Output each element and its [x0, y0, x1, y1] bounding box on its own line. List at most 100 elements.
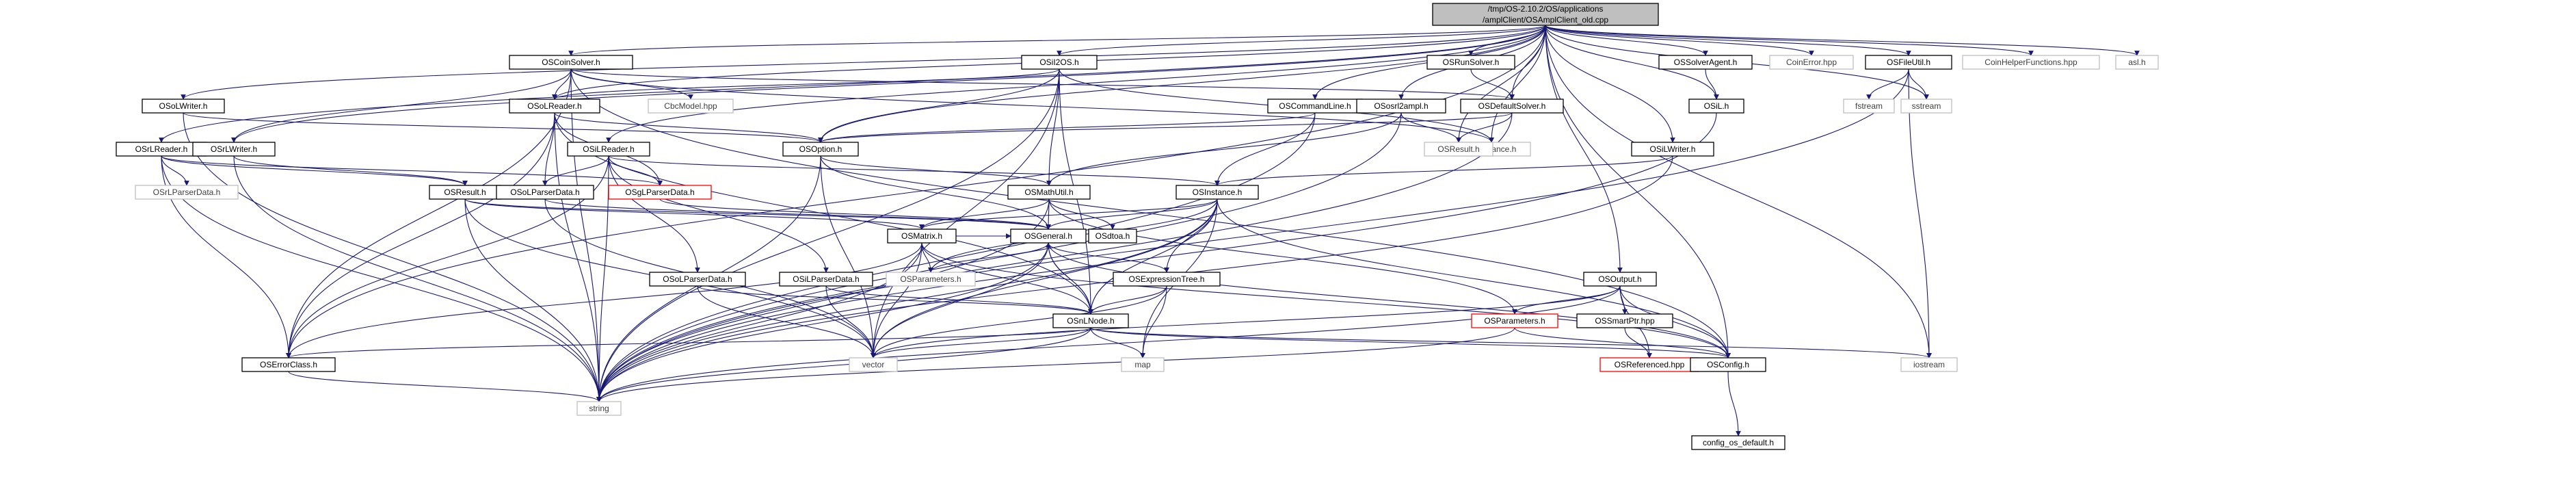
node-label: /tmp/OS-2.10.2/OS/applications	[1488, 4, 1604, 14]
edge-osnlnode-to-iostream	[1090, 327, 1932, 358]
edge-osilreader-to-osglparserdata	[608, 155, 663, 186]
node-map[interactable]: map	[1121, 357, 1165, 372]
edge-root-to-osi2os	[1057, 25, 1546, 56]
edge-osolreader-to-osoption	[554, 112, 823, 143]
node-osexpressiontree[interactable]: OSExpressionTree.h	[1113, 272, 1221, 287]
node-box	[1426, 55, 1515, 70]
node-osi2os[interactable]: OSiI2OS.h	[1021, 55, 1098, 70]
node-box	[1052, 313, 1129, 328]
node-box	[1691, 435, 1785, 450]
edge-osolparser2-to-osnlnode	[697, 285, 1093, 315]
node-osresult[interactable]: OSResult.h	[429, 185, 501, 200]
edge-root-to-osilreader	[606, 25, 1546, 143]
edge-osilwriter-to-osinstance	[1214, 155, 1673, 186]
node-label: OSGeneral.h	[1024, 231, 1072, 241]
node-osparameters_ext[interactable]: OSParameters.h	[886, 272, 976, 287]
node-osoption[interactable]: OSOption.h	[782, 142, 859, 157]
node-box	[1690, 357, 1766, 372]
node-defaultsolver[interactable]: OSDefaultSolver.h	[1460, 99, 1564, 114]
node-osinstance[interactable]: OSInstance.h	[1176, 185, 1259, 200]
node-osilparserdata[interactable]: OSiLParserData.h	[779, 272, 873, 287]
node-osrlparserdata[interactable]: OSrLParserData.h	[135, 185, 239, 200]
node-osparameters_red[interactable]: OSParameters.h	[1471, 313, 1558, 328]
node-osresult_ext[interactable]: OSResult.h	[1424, 142, 1493, 157]
node-osoutput[interactable]: OSOutput.h	[1583, 272, 1657, 287]
node-osrlwriter[interactable]: OSrLWriter.h	[192, 142, 276, 157]
node-box	[1576, 313, 1673, 328]
edge-runsolver-to-defaultsolver	[1470, 68, 1515, 100]
node-oslh[interactable]: OSiL.h	[1688, 99, 1744, 114]
node-iostream[interactable]: iostream	[1900, 357, 1958, 372]
edge-osoption-to-osmathutil	[820, 155, 1052, 186]
edge-osmatrix-to-osconfig	[921, 242, 1731, 358]
node-box	[1424, 142, 1493, 157]
node-box	[649, 272, 746, 287]
node-box	[509, 55, 633, 70]
edge-osparameters_red-to-string	[596, 327, 1515, 402]
edge-root-to-coinerror	[1545, 25, 1814, 56]
node-runsolver[interactable]: OSRunSolver.h	[1426, 55, 1515, 70]
edge-cmdline-to-string	[596, 112, 1316, 402]
edge-coinsolver-to-osconfig	[570, 68, 1731, 358]
node-vector[interactable]: vector	[849, 357, 898, 372]
edge-osexpressiontree-to-map	[1140, 285, 1167, 358]
node-cmdline[interactable]: OSCommandLine.h	[1267, 99, 1363, 114]
node-osgeneral[interactable]: OSGeneral.h	[1010, 229, 1087, 244]
edge-oslwriter-to-osoption	[183, 112, 823, 143]
node-asl[interactable]: asl.h	[2115, 55, 2159, 70]
node-box	[1583, 272, 1657, 287]
node-osmatrix[interactable]: OSMatrix.h	[887, 229, 957, 244]
node-box	[1631, 142, 1714, 157]
node-osolparserdata[interactable]: OSoLParserData.h	[496, 185, 594, 200]
node-fstream[interactable]: fstream	[1843, 99, 1895, 114]
edge-coinsolver-to-osinstance_ext	[570, 68, 1494, 143]
edge-osmatrix-to-oserrorclass	[286, 242, 922, 358]
node-configdefault[interactable]: config_os_default.h	[1691, 435, 1785, 450]
node-label: CbcModel.hpp	[664, 101, 717, 111]
node-label: OSrLReader.h	[135, 144, 188, 154]
node-label: OSExpressionTree.h	[1129, 274, 1205, 284]
node-coinhelper[interactable]: CoinHelperFunctions.hpp	[1962, 55, 2100, 70]
node-label: OSParameters.h	[900, 274, 961, 284]
node-label: OSCoinSolver.h	[542, 57, 600, 67]
node-osilwriter[interactable]: OSiLWriter.h	[1631, 142, 1714, 157]
node-box	[1900, 99, 1952, 114]
node-osmathutil[interactable]: OSMathUtil.h	[1007, 185, 1091, 200]
node-cbcmodel[interactable]: CbcModel.hpp	[648, 99, 734, 114]
node-osnlnode[interactable]: OSnLNode.h	[1052, 313, 1129, 328]
node-box	[1962, 55, 2100, 70]
edge-osoutput-to-osparameters_red	[1512, 285, 1621, 315]
node-osolreader[interactable]: OSoLReader.h	[509, 99, 600, 114]
node-osrlreader[interactable]: OSrLReader.h	[116, 142, 207, 157]
node-ososrl2ampl[interactable]: OSosrl2ampl.h	[1356, 99, 1446, 114]
node-sstream[interactable]: sstream	[1900, 99, 1952, 114]
node-osilreader[interactable]: OSiLReader.h	[567, 142, 650, 157]
node-box	[1088, 229, 1137, 244]
node-label: OSErrorClass.h	[260, 360, 317, 369]
node-string[interactable]: string	[576, 401, 622, 416]
node-label: OSParameters.h	[1484, 316, 1545, 326]
node-box	[1900, 357, 1958, 372]
node-fileutil[interactable]: OSFileUtil.h	[1865, 55, 1952, 70]
node-osdtoa[interactable]: OSdtoa.h	[1088, 229, 1137, 244]
node-solveragent[interactable]: OSSolverAgent.h	[1658, 55, 1753, 70]
node-osglparserdata[interactable]: OSgLParserData.h	[608, 185, 712, 200]
node-box	[1356, 99, 1446, 114]
edge-fileutil-to-fstream	[1866, 68, 1909, 100]
node-osolparser2[interactable]: OSoLParserData.h	[649, 272, 746, 287]
node-coinsolver[interactable]: OSCoinSolver.h	[509, 55, 633, 70]
node-box	[2115, 55, 2159, 70]
edge-osilparserdata-to-osnlnode	[825, 285, 1093, 315]
edge-osoutput-to-osconfig	[1619, 285, 1731, 358]
edge-osilreader-to-osolparserdata	[542, 155, 609, 186]
node-referenced[interactable]: OSReferenced.hpp	[1599, 357, 1699, 372]
node-coinerror[interactable]: CoinError.hpp	[1769, 55, 1854, 70]
node-root[interactable]: /tmp/OS-2.10.2/OS/applications/amplClien…	[1432, 3, 1659, 26]
node-box	[496, 185, 594, 200]
node-oslwriter[interactable]: OSoLWriter.h	[142, 99, 225, 114]
edge-osi2os-to-osmathutil	[1046, 68, 1060, 186]
node-oserrorclass[interactable]: OSErrorClass.h	[241, 357, 336, 372]
node-label: OSRunSolver.h	[1443, 57, 1500, 67]
node-osconfig[interactable]: OSConfig.h	[1690, 357, 1766, 372]
node-smartptr[interactable]: OSSmartPtr.hpp	[1576, 313, 1673, 328]
